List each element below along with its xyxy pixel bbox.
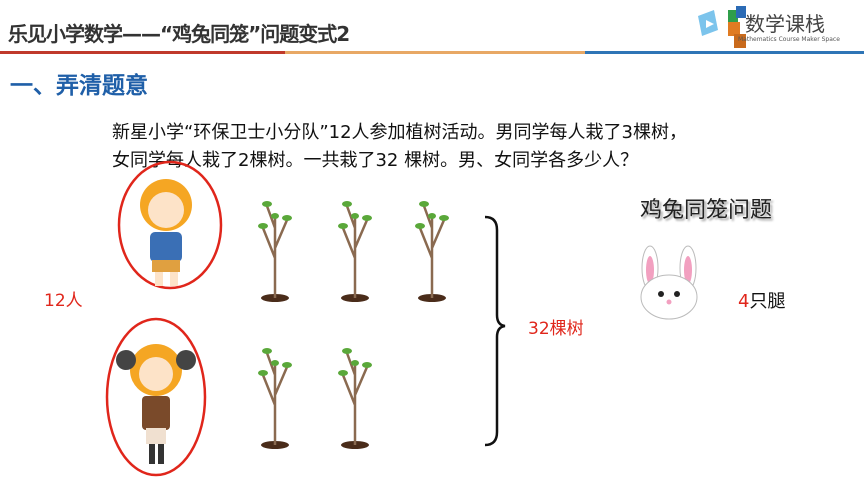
girl-illustration: [105, 317, 207, 477]
illustration: [105, 160, 698, 477]
legs-number: 4: [738, 291, 750, 312]
chicken-rabbit-title: 鸡兔同笼问题: [640, 198, 773, 223]
logo-subtitle: Mathematics Course Maker Space: [738, 36, 840, 43]
tree-icon: [258, 201, 292, 302]
rabbit-legs-label: 4只腿: [738, 287, 785, 313]
tree-icon: [415, 201, 449, 302]
header-divider-orange: [285, 51, 585, 54]
legs-unit: 只腿: [749, 291, 786, 312]
bracket: [484, 215, 506, 447]
tree-count-label: 32棵树: [528, 319, 584, 339]
header-divider-blue: [585, 51, 864, 54]
rabbit-icon: [640, 245, 698, 320]
logo-text: 数学课栈: [745, 12, 825, 36]
boy-illustration: [117, 160, 223, 290]
tree-icon: [338, 348, 372, 449]
problem-line-2: 女同学每人栽了2棵树。一共栽了32 棵树。男、女同学各多少人？: [112, 150, 639, 171]
tree-icon: [258, 348, 292, 449]
people-count-label: 12人: [44, 291, 83, 311]
logo-icon: [698, 6, 746, 48]
section-heading: 一、弄清题意: [10, 73, 148, 99]
tree-icon: [338, 201, 372, 302]
header-divider-red: [0, 51, 285, 54]
problem-line-1: 新星小学“环保卫士小分队”12人参加植树活动。男同学每人栽了3棵树，: [112, 122, 688, 143]
slide-title: 乐见小学数学——“鸡兔同笼”问题变式2: [8, 22, 350, 46]
trees-group: [258, 201, 449, 449]
